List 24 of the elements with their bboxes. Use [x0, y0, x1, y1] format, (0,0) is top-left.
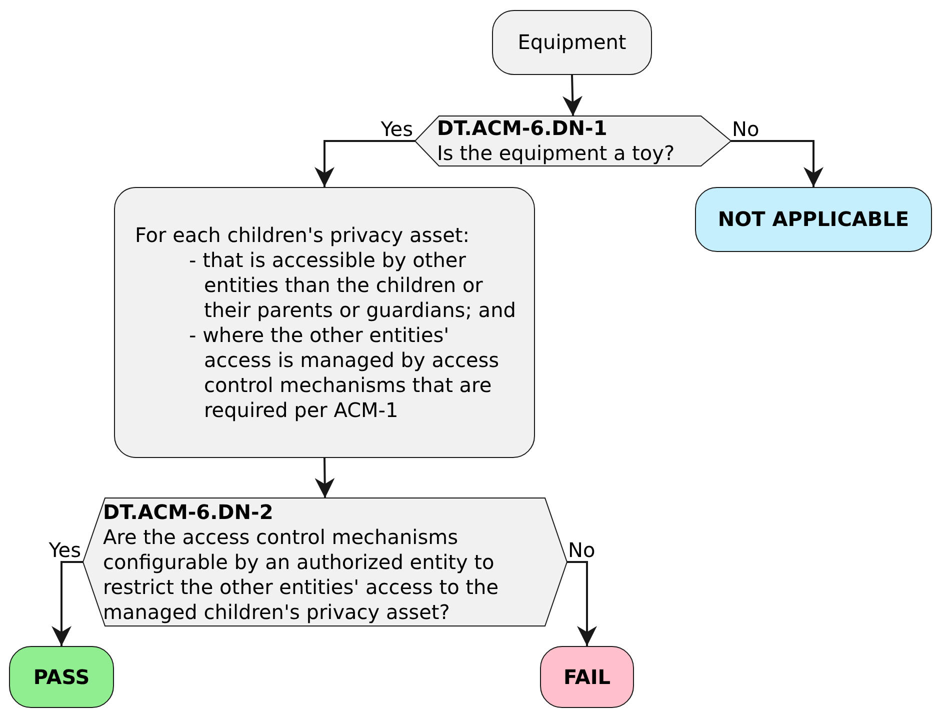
rounded-box	[9, 646, 114, 708]
decision-hexagon	[415, 116, 731, 166]
arrow	[314, 458, 335, 498]
node-label: NOT APPLICABLE	[718, 207, 910, 232]
node-label: Are the access control mechanisms configurable by an authorized entity to restrict the other entities' access to the managed children's privacy asset?	[103, 524, 500, 624]
decision-id: DT.ACM-6.DN-1	[437, 116, 608, 141]
rounded-box	[695, 187, 932, 252]
node-label: For each children's privacy asset:	[135, 222, 470, 248]
rounded-box	[492, 10, 652, 75]
arrow	[52, 561, 83, 646]
arrow	[562, 74, 582, 116]
arrow	[731, 140, 824, 187]
decision-id: DT.ACM-6.DN-2	[103, 500, 274, 524]
decision-hexagon	[83, 498, 567, 626]
list-item: - where the other entities' access is managed by access control mechanisms that are required per ACM-1	[188, 322, 500, 422]
arrow	[567, 561, 597, 646]
action-box	[114, 187, 535, 458]
node-label: Is the equipment a toy?	[437, 141, 676, 166]
list-item: - that is accessible by other entities than the children or their parents or guardians; and	[188, 248, 516, 322]
node-label: PASS	[33, 664, 90, 690]
rounded-box	[540, 646, 634, 708]
node-label: FAIL	[563, 664, 611, 690]
node-label: Equipment	[518, 30, 626, 55]
arrow	[314, 140, 415, 187]
